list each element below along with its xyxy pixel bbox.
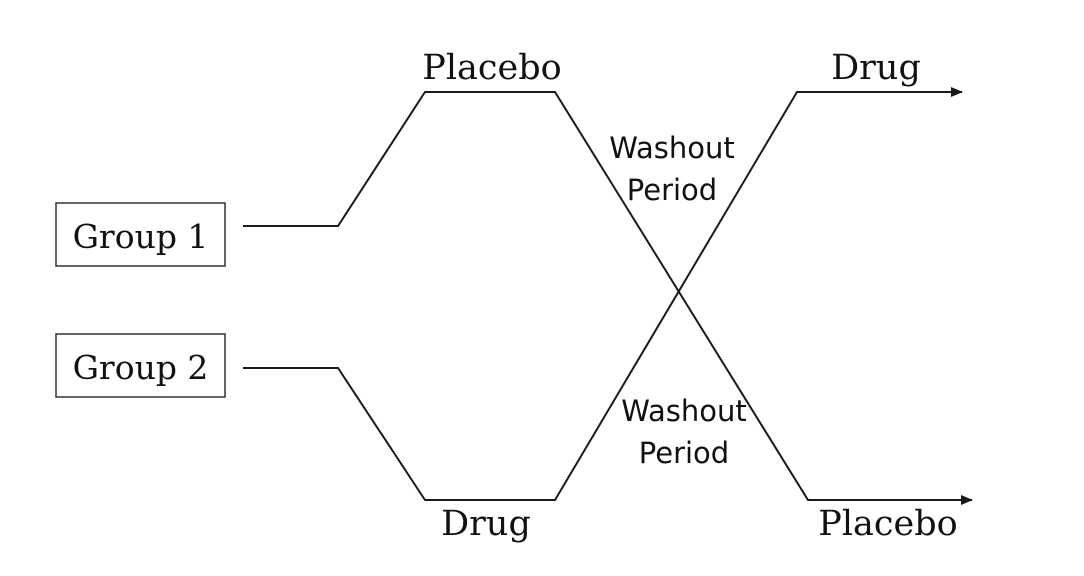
group1-label: Group 1 [73, 217, 209, 256]
phase-label-top-left: Placebo [422, 48, 561, 88]
group2-label: Group 2 [73, 348, 209, 387]
washout-lower-line2: Period [639, 436, 729, 470]
washout-upper-line1: Washout [609, 131, 735, 165]
group1-path [243, 91, 973, 505]
group1-box [55, 202, 226, 267]
washout-upper-line2: Period [627, 173, 717, 207]
washout-lower-line1: Washout [621, 394, 747, 428]
phase-label-top-right: Drug [831, 48, 921, 88]
group2-path [243, 87, 963, 501]
phase-label-bottom-right: Placebo [818, 504, 957, 544]
group2-box [55, 333, 226, 398]
phase-label-bottom-left: Drug [441, 504, 531, 544]
